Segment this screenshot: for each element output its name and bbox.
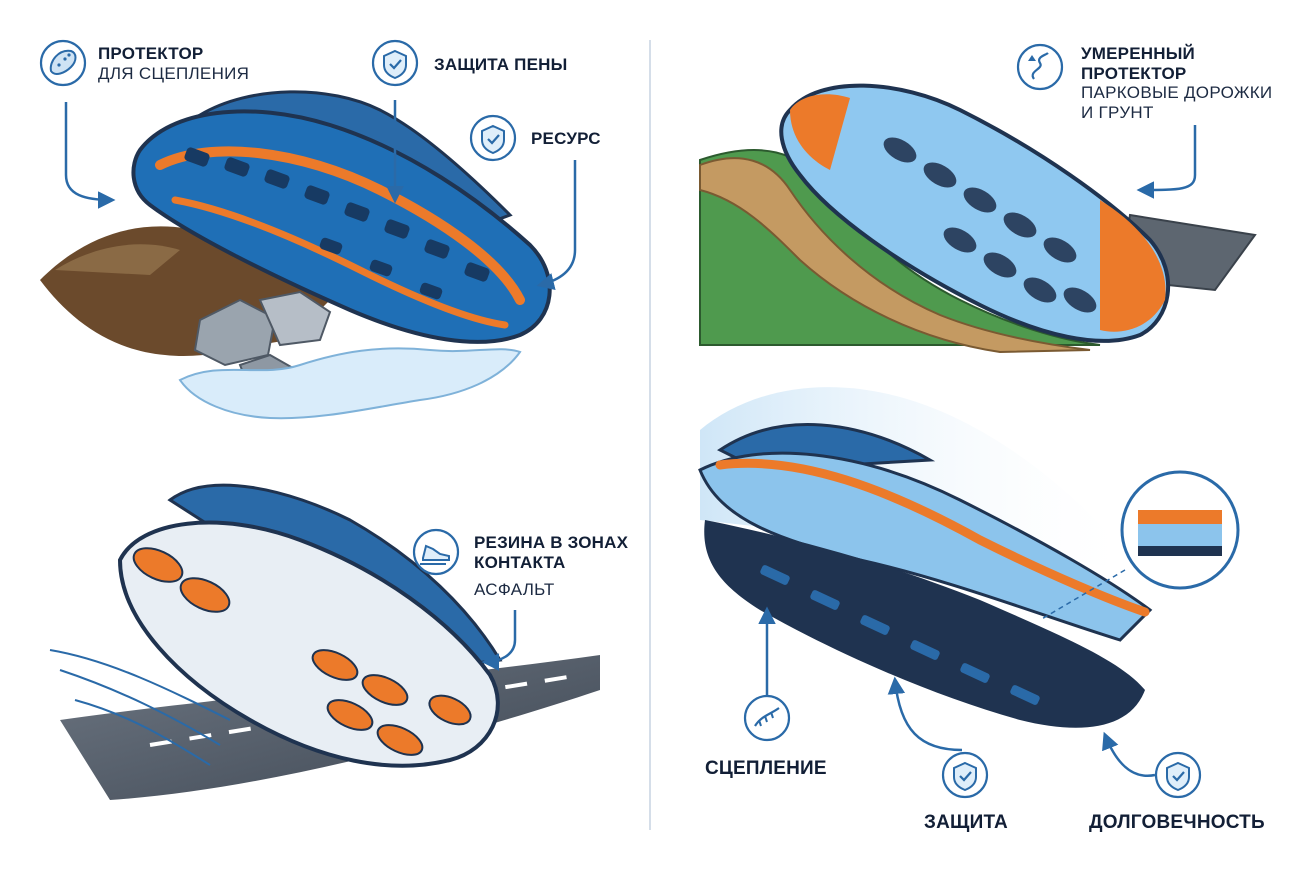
shoe-sole-icon [39, 39, 87, 87]
shield-check-icon [469, 114, 517, 162]
sole-layers-scene [698, 387, 1240, 728]
label-contact-rubber: РЕЗИНА В ЗОНАХ КОНТАКТА АСФАЛЬТ [474, 533, 628, 600]
arrow-moderate [1136, 125, 1197, 199]
label-longevity: ДОЛГОВЕЧНОСТЬ [1089, 812, 1265, 834]
winding-path-icon [1016, 43, 1064, 91]
outsole-layer [704, 520, 1145, 728]
arrows [64, 100, 1197, 778]
label-protection: ЗАЩИТА [924, 812, 1008, 834]
grip-cleat-icon [743, 694, 791, 742]
label-tread-grip: ПРОТЕКТОР ДЛЯ СЦЕПЛЕНИЯ [98, 44, 249, 83]
label-grip: СЦЕПЛЕНИЕ [705, 758, 827, 780]
label-foam-protection: ЗАЩИТА ПЕНЫ [434, 55, 567, 75]
running-shoe-icon [412, 528, 460, 576]
label-moderate-tread-subtitle-2: И ГРУНТ [1081, 102, 1154, 122]
label-moderate-tread-subtitle-1: ПАРКОВЫЕ ДОРОЖКИ [1081, 83, 1273, 103]
label-moderate-tread: УМЕРЕННЫЙ ПРОТЕКТОР ПАРКОВЫЕ ДОРОЖКИ И Г… [1081, 44, 1272, 122]
rocks [193, 290, 332, 394]
label-durability-top: РЕСУРС [531, 129, 601, 149]
shield-check-icon [941, 751, 989, 799]
park-shoe-scene [699, 83, 1257, 354]
road-shoe-scene [49, 483, 600, 800]
label-moderate-tread-title-2: ПРОТЕКТОР [1081, 63, 1187, 83]
label-grip-title: СЦЕПЛЕНИЕ [705, 758, 827, 779]
label-tread-grip-subtitle: ДЛЯ СЦЕПЛЕНИЯ [98, 63, 250, 83]
label-longevity-title: ДОЛГОВЕЧНОСТЬ [1089, 812, 1265, 833]
park-outsole [779, 83, 1171, 343]
arrow-tread [64, 102, 116, 209]
arrow-durability [536, 160, 577, 291]
arrow-longevity [1102, 731, 1156, 778]
shield-check-icon [1154, 751, 1202, 799]
dirt-path [699, 157, 1091, 354]
motion-lines [49, 649, 231, 766]
shield-check-icon [371, 39, 419, 87]
snow-splash [178, 347, 522, 420]
arrow-contact [481, 610, 517, 671]
label-durability-top-title: РЕСУРС [531, 129, 601, 148]
label-foam-protection-title: ЗАЩИТА ПЕНЫ [434, 55, 568, 74]
label-contact-rubber-title-2: КОНТАКТА [474, 552, 566, 572]
label-tread-grip-title: ПРОТЕКТОР [98, 44, 204, 63]
magnifier-inset [1039, 470, 1240, 621]
label-moderate-tread-title-1: УМЕРЕННЫЙ [1081, 44, 1195, 63]
arrow-protection [887, 676, 963, 752]
trail-shoe-scene [40, 90, 552, 420]
label-protection-title: ЗАЩИТА [924, 812, 1008, 833]
label-contact-rubber-title-1: РЕЗИНА В ЗОНАХ [474, 533, 629, 552]
label-contact-rubber-subtitle: АСФАЛЬТ [474, 580, 555, 600]
